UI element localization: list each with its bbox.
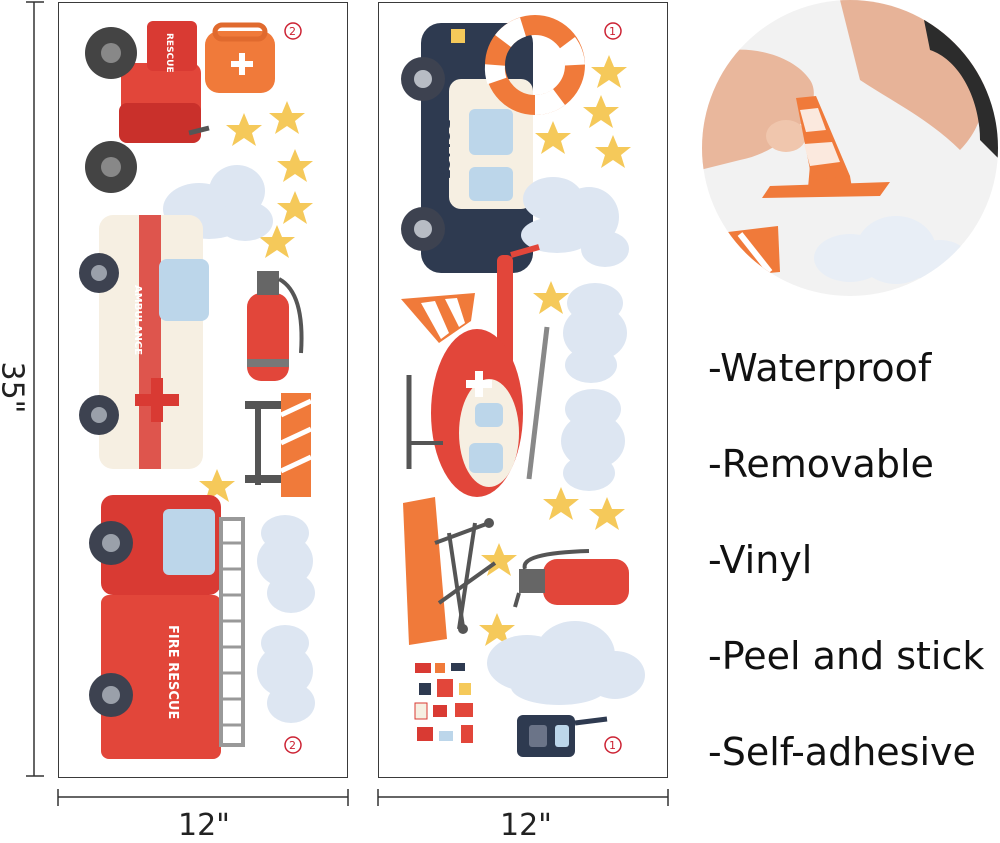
sticker-sheet-2: RESCUE 2 AMBULANCE [58, 2, 348, 778]
sheet-number-badge-bottom-right [604, 736, 622, 754]
sheet-number-bottom-right: 1 [609, 739, 616, 752]
traffic-cone-sticker [401, 293, 475, 343]
fire-extinguisher-sticker-left [247, 271, 304, 381]
rescue-atv-sticker [85, 21, 210, 193]
cloud-sticker-7 [487, 621, 645, 705]
feature-vinyl: -Vinyl [708, 538, 813, 582]
rescue-label: RESCUE [164, 33, 174, 73]
first-aid-bag-sticker [205, 22, 275, 93]
feature-peel-and-stick: -Peel and stick [708, 634, 985, 678]
cloud-sticker-2 [257, 515, 315, 613]
sheet-number-badge-top [284, 22, 302, 40]
width-label-right: 12" [500, 808, 552, 843]
feature-waterproof: -Waterproof [708, 346, 932, 390]
sheet-number-badge-bottom [284, 736, 302, 754]
width-dimension-line-right [377, 789, 669, 806]
height-label: 35" [0, 361, 30, 414]
cloud-sticker-5 [563, 283, 627, 383]
sheet-number-badge-top-right [604, 22, 622, 40]
helicopter-sticker [406, 244, 550, 497]
height-dimension-line [26, 1, 44, 777]
cloud-sticker-3 [257, 625, 315, 723]
cloud-sticker-4 [521, 177, 629, 267]
cloud-sticker-6 [561, 389, 625, 491]
star-left-mid [199, 469, 235, 502]
stars-group-left-top [226, 101, 313, 258]
feature-list: -Waterproof -Removable -Vinyl -Peel and … [708, 340, 998, 820]
fire-rescue-label: FIRE RESCUE [165, 625, 180, 719]
sheet-number-top-right: 1 [609, 25, 616, 38]
mini-sheet-preview [411, 657, 483, 753]
ambulance-label: AMBULANCE [132, 285, 143, 355]
police-car-sticker [401, 23, 533, 273]
walkie-talkie-sticker [517, 715, 608, 757]
width-label-left: 12" [178, 808, 230, 843]
sheet-number-bottom: 2 [289, 739, 296, 752]
sheet-number-top: 2 [289, 25, 296, 38]
fire-truck-sticker [89, 495, 245, 759]
police-label: POLICE [435, 119, 453, 179]
stars-group-right-top [533, 55, 631, 314]
fire-extinguisher-sticker-right [513, 549, 629, 608]
feature-removable: -Removable [708, 442, 934, 486]
sticker-sheet-2-art: RESCUE 2 AMBULANCE [79, 21, 315, 759]
closeup-photo [702, 0, 998, 296]
cone-image [762, 96, 890, 198]
stretcher-sticker [403, 497, 497, 645]
width-dimension-line-left [57, 789, 349, 806]
feature-self-adhesive: -Self-adhesive [708, 730, 976, 774]
sticker-sheet-1: POLICE 1 [378, 2, 668, 778]
life-ring-sticker [484, 15, 585, 115]
road-barrier-sticker [245, 393, 313, 497]
sticker-sheet-1-art: POLICE 1 [401, 15, 645, 757]
ambulance-sticker [79, 215, 209, 469]
